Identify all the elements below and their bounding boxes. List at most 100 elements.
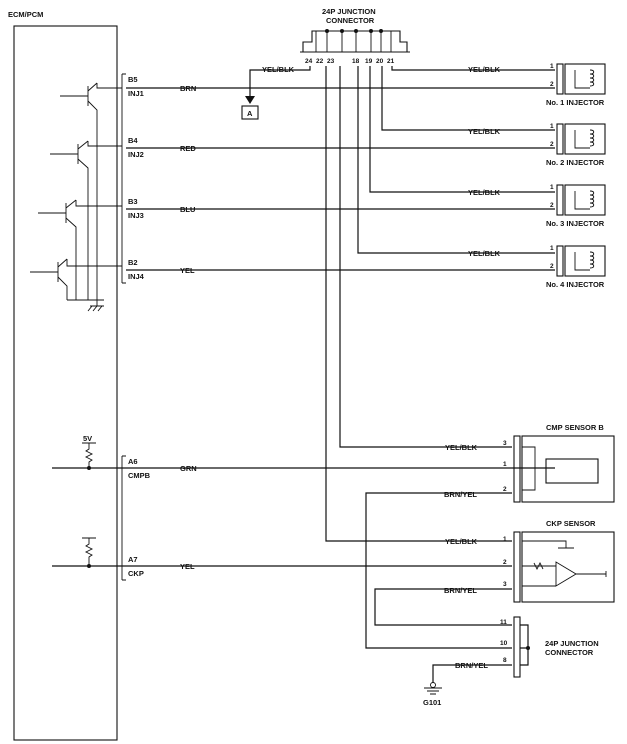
svg-text:1: 1 (550, 184, 554, 191)
ground-wire (432, 664, 512, 683)
wire-color: BRN/YEL (444, 490, 477, 499)
ecm-pin: A6 (128, 457, 138, 466)
ckp-title: CKP SENSOR (546, 519, 596, 528)
ref-a-label: A (247, 109, 253, 118)
jc-top-pin: 20 (376, 58, 384, 65)
svg-text:3: 3 (503, 440, 507, 447)
cmp-circuit: 5V A6 CMPB GRN CMP SENSOR B 3 1 2 BRN/YE… (52, 423, 615, 649)
ecm-signal: INJ1 (128, 89, 144, 98)
injector-label: No. 2 INJECTOR (546, 158, 605, 167)
feed-wires: YEL/BLK YEL/BLK YEL/BLK YEL/BLK YEL/BLK … (325, 65, 555, 546)
feed-wire-color: YEL/BLK (468, 127, 501, 136)
wire-color: BRN/YEL (444, 586, 477, 595)
svg-text:1: 1 (550, 245, 554, 252)
driver-transistor-3 (38, 199, 77, 300)
cmp-sensor-body (521, 435, 615, 503)
jc-top-bus (315, 31, 392, 52)
wire-color: GRN (180, 464, 197, 473)
jc-bottom-title-2: CONNECTOR (545, 648, 594, 657)
cmp-supply-label: 5V (83, 434, 92, 443)
injector-components: 1 2 No. 1 INJECTOR 1 2 No. 2 INJECTOR 1 … (546, 63, 606, 289)
ecm-signal: INJ4 (128, 272, 145, 281)
driver-transistor-2 (50, 140, 89, 300)
jc-top-pin: 24 (305, 58, 313, 65)
driver-ground-icon (87, 305, 104, 312)
svg-text:1: 1 (550, 63, 554, 70)
ref-a-arrow-icon (245, 96, 255, 104)
jc-bottom-pin: 8 (503, 657, 507, 664)
feed-inj1 (391, 66, 555, 71)
jc-bottom-title-1: 24P JUNCTION (545, 639, 599, 648)
junction-connector-bottom: 11 10 8 24P JUNCTION CONNECTOR BRN/YEL G… (423, 616, 599, 707)
pullup-resistor-icon (82, 537, 96, 566)
injector-coil-icon (589, 251, 595, 269)
jc-bottom-bus (520, 624, 529, 666)
ckp-ground-icon (522, 540, 574, 549)
svg-text:2: 2 (550, 202, 554, 209)
driver-transistor-1 (60, 82, 98, 300)
jc-bottom-pin: 11 (500, 619, 507, 626)
cmp-title: CMP SENSOR B (546, 423, 604, 432)
ecm-pin: B4 (128, 136, 138, 145)
injector-signal-wires: B5 INJ1 BRN B4 INJ2 RED B3 INJ3 BLU B2 I… (126, 75, 555, 281)
jc-top-pin: 19 (365, 58, 373, 65)
svg-text:1: 1 (503, 461, 507, 468)
ecm-box (13, 25, 118, 741)
injector-driver-transistors (30, 82, 122, 312)
svg-text:2: 2 (503, 486, 507, 493)
injector-4: 1 2 No. 4 INJECTOR (546, 245, 606, 289)
pullup-resistor-icon (82, 442, 96, 468)
feed-wire-color: YEL/BLK (468, 65, 501, 74)
ecm-signal: CKP (128, 569, 144, 578)
ground-label: G101 (423, 698, 441, 707)
jc-top-pin: 18 (352, 58, 360, 65)
svg-text:2: 2 (503, 559, 507, 566)
svg-text:2: 2 (550, 81, 554, 88)
cmp-ground-wire (365, 492, 512, 649)
wire-color: RED (180, 144, 196, 153)
ref-a-wire (249, 66, 311, 98)
injector-label: No. 4 INJECTOR (546, 280, 605, 289)
wire-color: YEL (180, 266, 195, 275)
feed-inj2 (381, 66, 555, 131)
svg-text:1: 1 (550, 123, 554, 130)
wire-color: BRN/YEL (455, 661, 488, 670)
wire-color: YEL (180, 562, 195, 571)
injector-coil-icon (589, 69, 595, 87)
injector-pin-bracket (121, 73, 126, 284)
ecm-title: ECM/PCM (8, 10, 43, 19)
ckp-amplifier-icon (555, 561, 577, 587)
ecm-signal: INJ2 (128, 150, 144, 159)
ref-a-branch: YEL/BLK A (241, 65, 311, 120)
wire-color: BRN (180, 84, 196, 93)
driver-4-collector (66, 259, 122, 267)
ecm-pin: A7 (128, 555, 138, 564)
ckp-ground-wire (374, 588, 512, 626)
ref-a-wire-color: YEL/BLK (262, 65, 295, 74)
ref-a-box (241, 105, 259, 120)
ecm-signal: INJ3 (128, 211, 144, 220)
ecm-signal: CMPB (128, 471, 151, 480)
injector-2: 1 2 No. 2 INJECTOR (546, 123, 606, 167)
wire-color: BLU (180, 205, 195, 214)
injector-1: 1 2 No. 1 INJECTOR (546, 63, 606, 107)
driver-3-collector (75, 200, 122, 207)
ground-icon (424, 687, 442, 695)
svg-text:3: 3 (503, 581, 507, 588)
injector-coil-icon (589, 129, 595, 147)
jc-top-pin: 22 (316, 58, 324, 65)
svg-text:1: 1 (503, 536, 507, 543)
ecm-pin: B5 (128, 75, 138, 84)
jc-top-pin: 21 (387, 58, 395, 65)
feed-wire-color: YEL/BLK (468, 249, 501, 258)
jc-top-title-1: 24P JUNCTION (322, 7, 376, 16)
ecm-pin: B2 (128, 258, 138, 267)
sensor-pin-bracket (121, 455, 126, 581)
driver-2-collector (87, 141, 122, 147)
ckp-circuit: A7 CKP YEL CKP SENSOR 1 2 3 BRN/YEL (52, 519, 615, 626)
ckp-sensor-body (521, 531, 615, 603)
injector-label: No. 3 INJECTOR (546, 219, 605, 228)
jc-top-title-2: CONNECTOR (326, 16, 375, 25)
svg-text:2: 2 (550, 141, 554, 148)
